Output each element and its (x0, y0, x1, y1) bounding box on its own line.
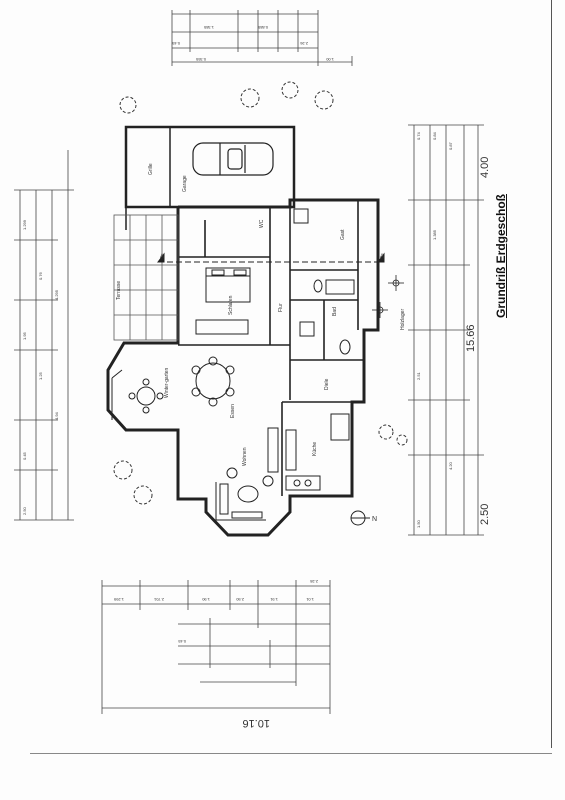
dim-bottom-small-4: 2.50 (235, 597, 244, 602)
dim-right-small-4: 4.20 (448, 461, 453, 470)
dim-right-1566: 15.66 (465, 324, 477, 352)
room-label-dining: Essen (230, 404, 236, 418)
house-outline (106, 198, 380, 537)
dim-left-small-5: 0.45 (22, 451, 27, 460)
dim-right-small-2: 1.385 (432, 229, 437, 240)
dim-bottom-small-7: 1.01 (305, 597, 314, 602)
left-dimension-lines (14, 150, 74, 521)
dim-bottom-small-3: 1.90 (201, 597, 210, 602)
dim-right-400: 4.00 (479, 157, 491, 178)
dim-left-small-2: 0.76 (38, 271, 43, 280)
kitchen-fixtures (285, 413, 350, 491)
room-label-bath: Bad (332, 307, 338, 316)
dim-bottom-small-2: 2.701 (153, 597, 164, 602)
dim-bottom-small-6: 2.28 (309, 579, 318, 584)
living-furniture (215, 427, 279, 521)
room-label-living: Wohnen (242, 447, 248, 466)
dim-top-small-5: 0.885 (257, 25, 268, 30)
dim-bottom-small-8: 0.45 (177, 639, 186, 644)
room-label-wc: WC (259, 219, 265, 228)
dim-right-small-1: 0.74 (416, 131, 421, 140)
dim-left-small-8: 4.295 (54, 289, 59, 300)
room-label-grill: Grille (148, 163, 154, 175)
interior-walls (178, 200, 364, 496)
dim-bottom-small-5: 1.91 (269, 597, 278, 602)
room-label-terrace: Terrasse (116, 281, 122, 300)
room-label-hall: Flur (278, 303, 284, 312)
terrace-paving (113, 214, 179, 341)
sheet-edge-bottom (30, 753, 552, 754)
dim-top-small-1: 0.45 (171, 41, 180, 46)
dim-top-small-2: 1.385 (203, 25, 214, 30)
right-dimension-lines (408, 124, 484, 536)
room-label-woodstore: Holzlager (400, 309, 406, 330)
dim-bottom-small-1: 1.299 (113, 597, 124, 602)
dim-right-250: 2.50 (479, 504, 491, 525)
dim-top-small-3: 0.355 (195, 57, 206, 62)
room-label-garage: Garage (182, 175, 188, 192)
room-label-guest: Gast (340, 229, 346, 240)
dim-bottom-1016: 10.16 (242, 717, 270, 729)
dim-right-small-3: 2.51 (416, 371, 421, 380)
dim-right-small-7: 1.50 (416, 519, 421, 528)
bed-symbol (195, 267, 251, 335)
room-label-kitchen: Küche (312, 442, 318, 456)
dim-left-small-7: 1.25 (38, 371, 43, 380)
tree-symbols (113, 81, 408, 505)
section-mark-a-left: A (160, 254, 164, 260)
dim-left-small-6: 2.50 (22, 506, 27, 515)
winter-garden-table (111, 369, 164, 420)
dim-left-small-3: 1.95 (22, 331, 27, 340)
sheet-edge-right (551, 0, 552, 748)
bottom-dimension-lines (101, 580, 331, 714)
room-label-hallway: Diele (324, 378, 330, 390)
room-label-bedroom: Schlafen (228, 295, 234, 315)
dim-right-small-5: 0.84 (432, 131, 437, 140)
room-label-winter-garden: Winter-garten (164, 367, 170, 398)
plan-title: Grundriß Erdgeschoß (494, 193, 508, 318)
section-line-a (157, 252, 385, 263)
bath-fixtures (293, 208, 355, 355)
north-arrow-label: N (372, 516, 377, 523)
dim-right-small-6: 0.87 (448, 141, 453, 150)
north-arrow (350, 510, 370, 526)
dim-top-small-6: 2.26 (299, 41, 308, 46)
sun-symbols (372, 275, 404, 318)
top-dimension-lines (171, 10, 353, 66)
dim-left-small-1: 1.299 (22, 219, 27, 230)
dim-top-small-4: 1.00 (325, 57, 334, 62)
car-symbol (192, 142, 274, 176)
dim-left-small-4: 4.94 (54, 411, 59, 420)
section-mark-a-right: A (380, 254, 384, 260)
dining-table (191, 356, 235, 407)
